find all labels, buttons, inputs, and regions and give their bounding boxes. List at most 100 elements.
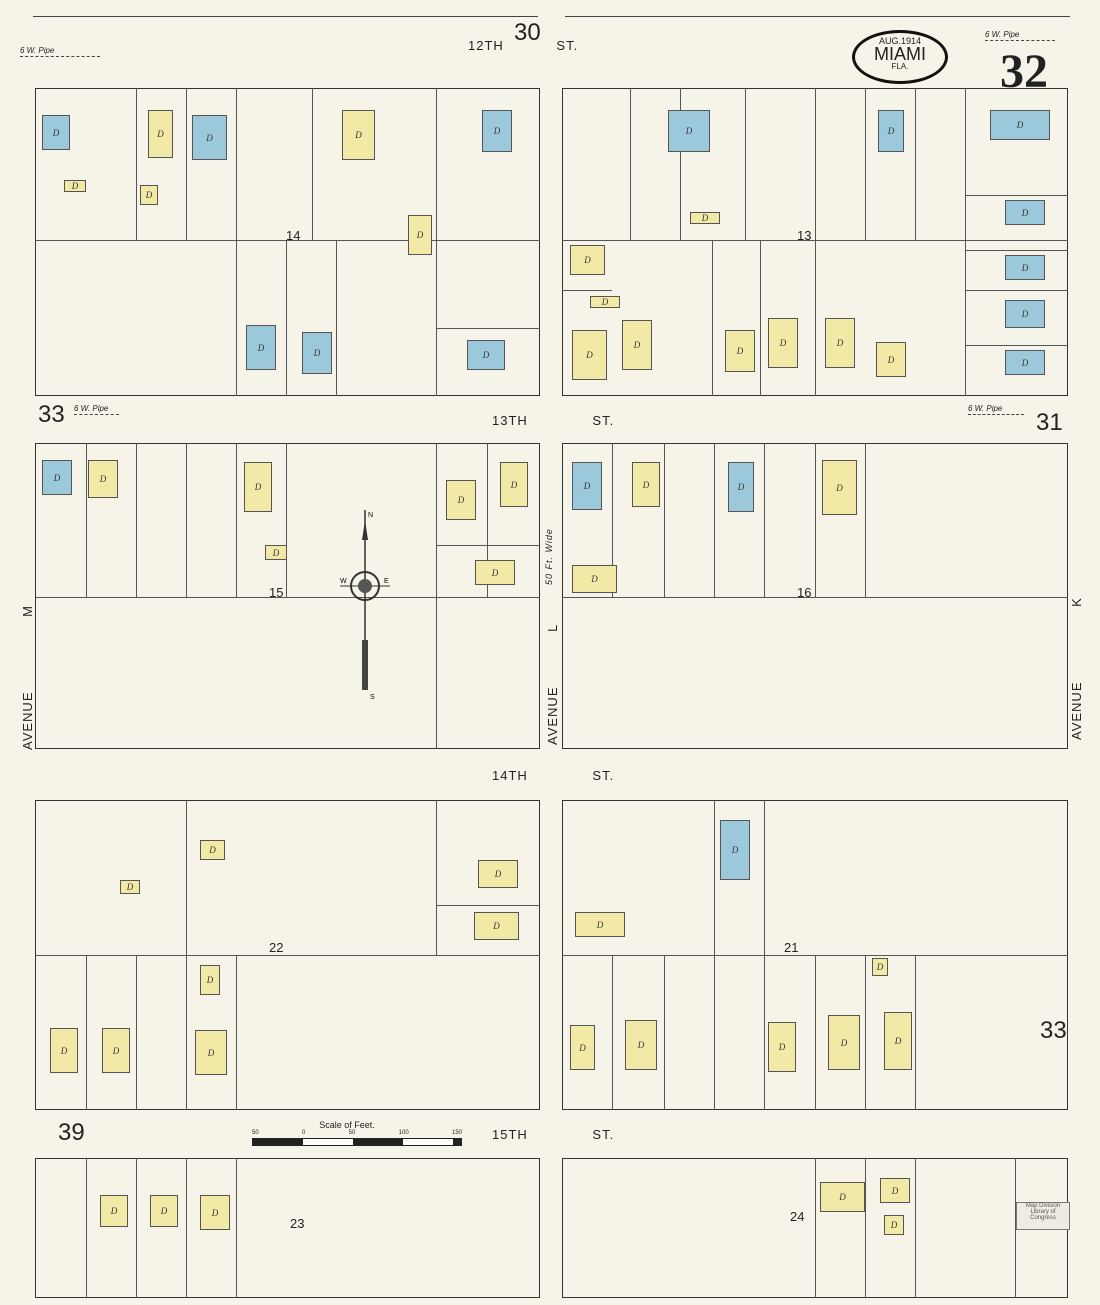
lot-line (436, 328, 540, 329)
street-14th: 14TH ST. (492, 768, 615, 783)
lot-line (612, 955, 613, 1110)
scale-tick: 100 (398, 1130, 409, 1136)
lot-line (664, 955, 665, 1110)
lot-line (714, 800, 715, 955)
lot-line (236, 88, 237, 396)
compass-north: N (368, 512, 373, 519)
lot-line (630, 88, 631, 240)
sheet-number: 32 (1000, 45, 1048, 98)
frame-dwelling: D (570, 1025, 595, 1070)
scale-ticks: 50 0 50 100 150 (252, 1130, 462, 1136)
lot-line (562, 290, 612, 291)
adjacent-sheet-right-lower: 33 (1040, 1017, 1067, 1044)
lot-line (815, 443, 816, 597)
water-pipe-label: 6 W. Pipe (985, 30, 1055, 41)
frame-dwelling: D (200, 840, 225, 860)
scale-title: Scale of Feet. (319, 1120, 375, 1130)
frame-dwelling: D (822, 460, 857, 515)
lot-line (680, 88, 681, 240)
block-number: 13 (797, 228, 812, 243)
frame-dwelling: D (625, 1020, 657, 1070)
frame-dwelling: D (768, 1022, 796, 1072)
lot-line (136, 88, 137, 240)
adjacent-sheet-top: 30 (514, 19, 541, 46)
brick-building: D (1005, 200, 1045, 225)
lot-line (714, 443, 715, 597)
frame-dwelling: D (265, 545, 287, 560)
frame-dwelling: D (876, 342, 906, 377)
brick-building: D (192, 115, 227, 160)
lot-line (86, 443, 87, 597)
lot-line (865, 955, 866, 1110)
compass-west: W (340, 578, 347, 585)
water-pipe-label: 6 W. Pipe (74, 404, 119, 415)
compass-east: E (384, 578, 389, 585)
frame-dwelling: D (768, 318, 798, 368)
frame-dwelling: D (575, 912, 625, 937)
avenue-l-width: 50 Ft. Wide (544, 528, 554, 585)
adjacent-sheet-right-upper: 31 (1036, 409, 1063, 436)
frame-dwelling: D (244, 462, 272, 512)
brick-building: D (302, 332, 332, 374)
frame-dwelling: D (825, 318, 855, 368)
lot-line (136, 955, 137, 1110)
lot-line (136, 1158, 137, 1298)
water-pipe-label: 6 W. Pipe (20, 46, 100, 57)
brick-building: D (467, 340, 505, 370)
city-block (35, 88, 540, 396)
brick-building: D (878, 110, 904, 152)
brick-building: D (1005, 300, 1045, 328)
brick-building: D (720, 820, 750, 880)
title-cartouche: AUG.1914 MIAMI FLA. (852, 30, 948, 84)
lot-line (815, 1158, 816, 1298)
lot-line (714, 955, 715, 1110)
brick-building: D (990, 110, 1050, 140)
lot-line (186, 800, 187, 955)
state-name: FLA. (891, 62, 909, 71)
lot-line (186, 955, 187, 1110)
lot-line (966, 195, 1068, 196)
block-number: 22 (269, 940, 284, 955)
block-number: 14 (286, 228, 301, 243)
brick-building: D (42, 460, 72, 495)
frame-dwelling: D (500, 462, 528, 507)
scale-bar: Scale of Feet. 50 0 50 100 150 (252, 1120, 462, 1146)
lot-line (186, 88, 187, 240)
brick-building: D (572, 462, 602, 510)
compass-south: S (370, 694, 375, 700)
lot-line (236, 1158, 237, 1298)
adjacent-sheet-left-upper: 33 (38, 401, 65, 428)
block-number: 21 (784, 940, 799, 955)
top-border-right (565, 16, 1070, 17)
frame-dwelling: D (570, 245, 605, 275)
lot-line (966, 290, 1068, 291)
frame-dwelling: D (590, 296, 620, 308)
lot-line (612, 443, 613, 597)
street-13th: 13TH ST. (492, 413, 615, 428)
lot-line (436, 545, 540, 546)
lot-line (915, 1158, 916, 1298)
frame-dwelling: D (622, 320, 652, 370)
city-block (35, 443, 540, 749)
compass-rose: N W E S (340, 510, 390, 705)
brick-building: D (1005, 255, 1045, 280)
scale-tick: 150 (451, 1130, 462, 1136)
water-pipe-label: 6 W. Pipe (968, 404, 1024, 415)
lot-line (664, 443, 665, 597)
frame-dwelling: D (195, 1030, 227, 1075)
frame-dwelling: D (475, 560, 515, 585)
frame-dwelling: D (880, 1178, 910, 1203)
frame-dwelling: D (342, 110, 375, 160)
top-border-left (33, 16, 538, 17)
scale-bar-graphic (252, 1138, 462, 1146)
lot-line (815, 955, 816, 1110)
street-15th: 15TH ST. (492, 1127, 615, 1142)
frame-dwelling: D (148, 110, 173, 158)
frame-dwelling: D (150, 1195, 178, 1227)
lot-line (966, 345, 1068, 346)
frame-dwelling: D (478, 860, 518, 888)
lot-line (436, 905, 540, 906)
frame-dwelling: D (828, 1015, 860, 1070)
frame-dwelling: D (884, 1215, 904, 1235)
lot-line (1015, 1158, 1016, 1298)
